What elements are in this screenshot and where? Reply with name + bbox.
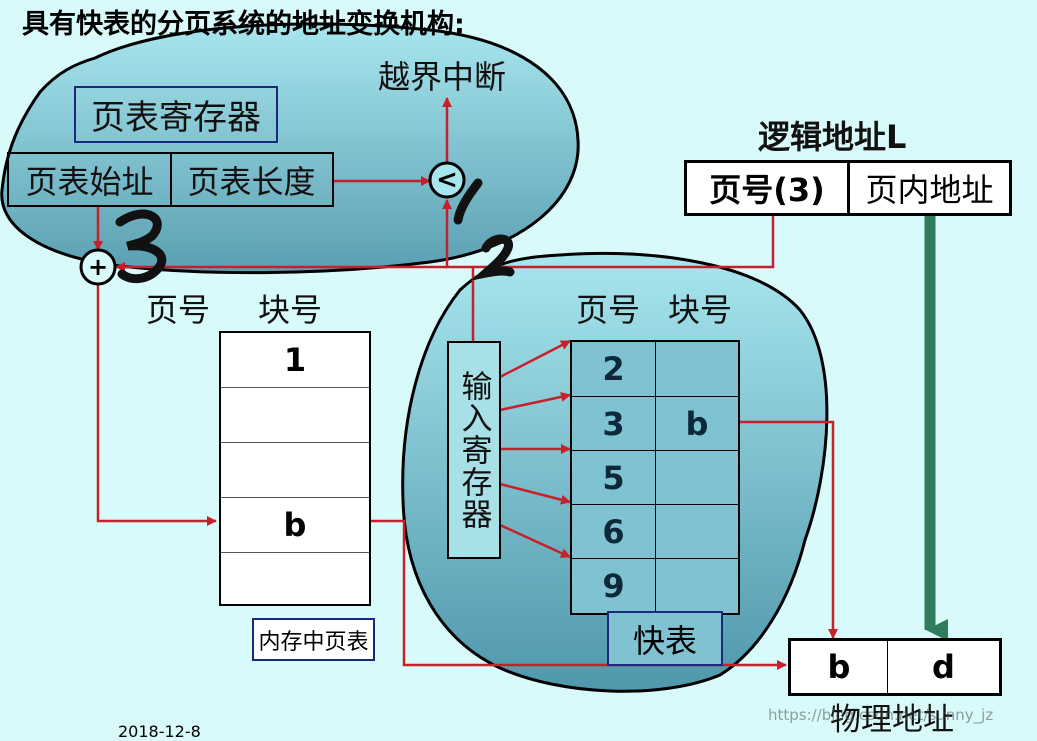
page-table-start-address: 页表始址 (7, 152, 172, 207)
adder-circle (79, 248, 117, 286)
memory-page-table: 1 b (219, 331, 371, 606)
tlb-block-cell (656, 451, 738, 505)
watermark: https://blog.csdn.net/sunny_jz (768, 706, 994, 724)
handwritten-mark-3 (115, 209, 167, 284)
memory-table-row: 1 (221, 333, 369, 388)
input-register: 输入寄存器 (447, 341, 501, 559)
physical-block: b (791, 641, 888, 693)
logical-address-label: 逻辑地址L (758, 118, 907, 156)
red-connectors (93, 97, 838, 670)
memory-table-row (221, 388, 369, 443)
memory-table-header-block: 块号 (258, 291, 323, 329)
page-title: 具有快表的分页系统的地址变换机构: (22, 9, 465, 40)
logical-page-number: 页号(3) (684, 160, 850, 216)
tlb-page-cell: 6 (572, 505, 656, 559)
handwritten-mark-1 (453, 178, 483, 225)
interrupt-label: 越界中断 (378, 58, 507, 96)
footer-date: 2018-12-8 (118, 722, 201, 741)
tlb-block-cell (656, 559, 738, 613)
comparator-circle (428, 161, 466, 199)
tlb-table: 2 3 b 5 6 9 (570, 340, 740, 615)
memory-table-row (221, 443, 369, 498)
memory-table-header-page: 页号 (146, 291, 211, 329)
input-register-label: 输入寄存器 (455, 370, 492, 530)
tlb-header-page: 页号 (576, 291, 641, 329)
adder-symbol: + (87, 253, 109, 281)
tlb-block-cell (656, 505, 738, 559)
memory-table-label: 内存中页表 (252, 618, 375, 661)
tlb-page-cell: 3 (572, 397, 656, 451)
physical-offset: d (932, 648, 955, 686)
tlb-header-block: 块号 (668, 291, 733, 329)
handwritten-annotations (115, 178, 515, 284)
tlb-block-cell (656, 342, 738, 397)
tlb-page-cell: 9 (572, 559, 656, 613)
handwritten-mark-2 (470, 234, 515, 281)
memory-table-row: b (221, 498, 369, 553)
memory-table-row (221, 553, 369, 604)
page-table-register-label: 页表寄存器 (74, 86, 278, 143)
comparator-symbol: < (436, 165, 458, 195)
tlb-page-cell: 5 (572, 451, 656, 505)
tlb-block-cell: b (656, 397, 738, 451)
tlb-label: 快表 (607, 611, 723, 666)
tlb-page-cell: 2 (572, 342, 656, 397)
physical-address: b d (788, 638, 1002, 696)
physical-address-label: 物理地址 (830, 702, 954, 738)
page-table-length: 页表长度 (170, 152, 334, 207)
logical-offset: 页内地址 (847, 160, 1012, 216)
